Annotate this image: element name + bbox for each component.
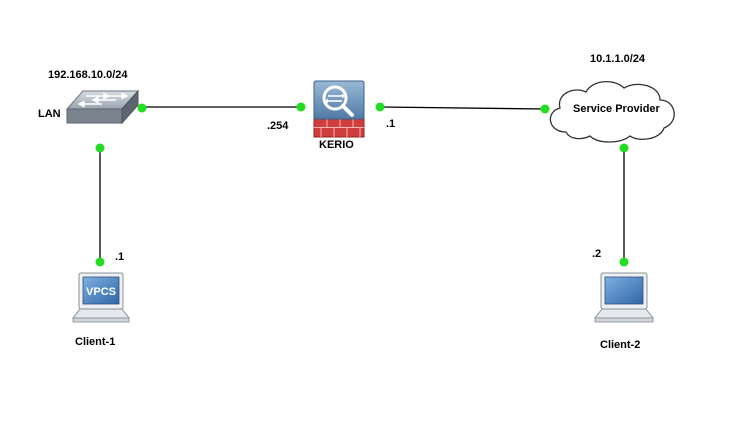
endpoint-lan-south[interactable] <box>95 143 105 153</box>
endpoint-client1[interactable] <box>95 257 105 267</box>
client1-laptop-icon[interactable]: VPCS <box>71 272 131 323</box>
client1-ip-label: .1 <box>115 251 125 263</box>
service-provider-cloud-icon[interactable] <box>549 81 675 143</box>
endpoint-kerio-east[interactable] <box>375 102 385 112</box>
endpoint-client2[interactable] <box>619 257 629 267</box>
kerio-wan-interface-label: .1 <box>386 118 396 130</box>
link-kerio-provider[interactable] <box>379 106 546 110</box>
endpoint-kerio-west[interactable] <box>296 102 306 112</box>
lan-switch-icon[interactable] <box>65 89 140 125</box>
links <box>99 106 625 262</box>
provider-network-label: 10.1.1.0/24 <box>590 53 646 65</box>
lan-switch-label: LAN <box>38 108 61 120</box>
kerio-label: KERIO <box>319 139 354 151</box>
kerio-firewall-icon[interactable] <box>313 80 365 138</box>
client2-label: Client-2 <box>600 339 641 351</box>
lan-network-label: 192.168.10.0/24 <box>48 69 128 81</box>
endpoint-provider-west[interactable] <box>540 104 550 114</box>
vpcs-screen-text: VPCS <box>86 286 116 298</box>
kerio-lan-interface-label: .254 <box>267 120 289 132</box>
endpoint-provider-south[interactable] <box>619 143 629 153</box>
endpoint-lan-east[interactable] <box>137 103 147 113</box>
client2-laptop-icon[interactable] <box>593 272 655 323</box>
client2-ip-label: .2 <box>592 248 602 260</box>
link-endpoints <box>95 102 629 267</box>
client1-label: Client-1 <box>75 336 116 348</box>
service-provider-label: Service Provider <box>573 103 660 115</box>
